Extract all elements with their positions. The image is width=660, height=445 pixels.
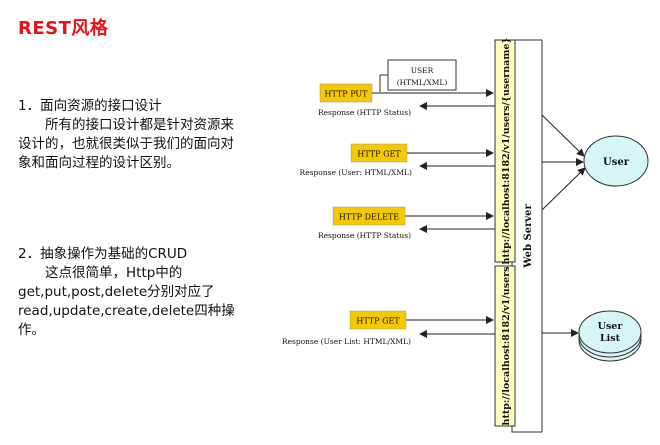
section-crud: 2．抽象操作为基础的CRUD 这点很简单，Http中的 get,put,post… [18,245,235,340]
section-resource-oriented: 1．面向资源的接口设计 所有的接口设计都是针对资源来 设计的，也就很类似于我们的… [18,97,234,173]
section1-line: 设计的，也就很类似于我们的面向对 [18,136,234,152]
resource-user-list [578,310,642,354]
payload-line: (HTML/XML) [397,78,448,87]
page-title: REST风格 [18,18,109,39]
response-label-get-user: Response (User: HTML/XML) [300,168,413,177]
resource-user-list-label: User [598,321,624,332]
method-label-put: HTTP PUT [324,90,368,99]
section1-line: 所有的接口设计都是针对资源来 [18,117,234,133]
connector-to-user [541,167,586,211]
section2-line: read,update,create,delete四种操 [18,303,235,319]
connector-to-user [541,114,585,157]
section2-line: get,put,post,delete分别对应了 [18,284,215,300]
url-users-label: http://localhost:8182/v1/users [501,267,512,426]
section1-line: 1．面向资源的接口设计 [18,98,162,114]
section1-line: 象和面向过程的设计区别。 [18,155,180,171]
response-label-delete: Response (HTTP Status) [318,231,411,240]
section2-line: 这点很简单，Http中的 [18,265,183,281]
url-user-label: http://localhost:8182/v1/users/{username… [501,37,512,264]
url-bar-users [494,265,516,427]
resource-user-label: User [603,157,630,168]
payload-line: USER [411,66,434,75]
method-label-get-user: HTTP GET [357,150,401,159]
response-label-get-list: Response (User List: HTML/XML) [282,337,411,346]
web-server-label: Web Server [523,203,534,268]
section2-line: 作。 [18,322,45,338]
resource-user [583,135,649,187]
web-server-box [511,39,543,433]
url-bar-user [494,39,516,263]
response-label-put: Response (HTTP Status) [318,108,411,117]
method-label-delete: HTTP DELETE [339,213,399,222]
section2-line: 2．抽象操作为基础的CRUD [18,246,188,262]
resource-user-list-label: List [600,333,621,344]
method-label-get-list: HTTP GET [356,317,400,326]
